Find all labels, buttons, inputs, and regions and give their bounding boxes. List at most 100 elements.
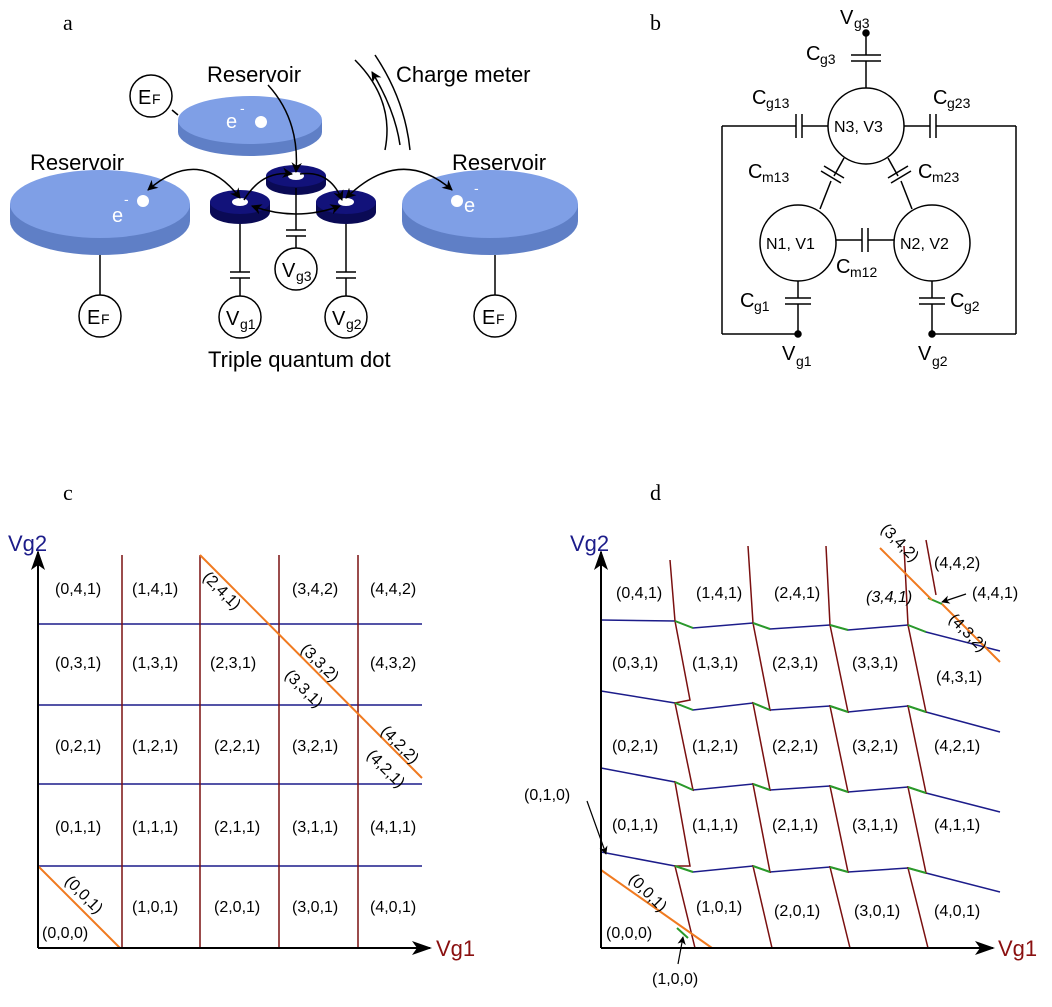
state-label: (1,1,1) [692,817,738,834]
state-label: (2,1,1) [214,819,260,836]
cap-cg3-label: C [806,43,820,65]
panel-c: Vg1 Vg2 (0,4,1) (1,4,1) (3,4,2) (4,4,2) … [8,531,475,961]
panel-b-labels: V g3 C g3 C g13 C g23 C m13 C m23 C m12 … [740,7,980,369]
panel-a-caption: Triple quantum dot [208,347,391,372]
state-label: (0,2,1) [55,738,101,755]
state-label-diag: (3,4,2) [877,521,922,566]
panel-d-cell-labels: (0,4,1) (1,4,1) (2,4,1) (0,3,1) (1,3,1) … [524,521,1018,988]
cap-cg3-sub: g3 [820,51,836,67]
state-label: (1,2,1) [132,738,178,755]
state-label: (0,3,1) [55,655,101,672]
state-label: (2,2,1) [772,738,818,755]
panel-b [721,29,1017,338]
panel-d-ylabel: Vg2 [570,531,609,556]
reservoir-left-label: Reservoir [30,150,124,175]
fermi-sub-right: F [496,311,505,327]
state-label: (3,0,1) [854,903,900,920]
cap-cg1-sub: g1 [754,298,770,314]
cap-cg2-label: C [950,290,964,312]
gate-sub-vg2: g2 [346,316,362,332]
panel-c-cell-labels: (0,4,1) (1,4,1) (3,4,2) (4,4,2) (0,3,1) … [42,569,422,942]
state-label: (1,4,1) [132,581,178,598]
cap-cm12-label: C [836,256,850,278]
panel-d-xlabel: Vg1 [998,936,1037,961]
electron-sup-top: - [240,100,245,116]
state-label: (1,0,1) [696,899,742,916]
panel-label-a: a [63,10,73,35]
reservoir-right-label: Reservoir [452,150,546,175]
state-label: (4,1,1) [370,819,416,836]
gate-sub-vg3: g3 [296,268,312,284]
fermi-sub-top: F [152,91,161,107]
state-label: (4,3,1) [936,669,982,686]
state-label-diag: (0,0,1) [625,871,670,916]
cap-cm12-sub: m12 [850,264,877,280]
state-label: (0,1,1) [55,819,101,836]
state-label: (2,3,1) [210,655,256,672]
callout-label: (1,0,0) [652,971,698,988]
cap-cg2-sub: g2 [964,298,980,314]
gate-label-vg3: V [282,260,296,282]
gate-label-vg2: V [332,308,346,330]
fermi-label-right: E [482,307,495,329]
panel-label-b: b [650,10,661,35]
state-label: (2,1,1) [772,817,818,834]
quantum-dot-2 [316,190,376,224]
terminal-vg1-label: V [782,343,796,365]
state-label: (0,0,0) [42,925,88,942]
state-label: (0,4,1) [55,581,101,598]
fermi-label-left: E [87,307,100,329]
fermi-circle-left: E F [78,294,122,338]
state-label: (1,4,1) [696,585,742,602]
cap-cm23-label: C [918,161,932,183]
state-label: (4,2,1) [934,738,980,755]
electron-label-right: e [464,195,475,217]
quantum-dot-3 [266,165,326,195]
cap-cg13-label: C [752,87,766,109]
state-label: (2,0,1) [774,903,820,920]
gate-circle-vg2: V g2 [324,295,368,339]
fermi-sub-left: F [101,311,110,327]
terminal-vg3-label: V [840,7,854,29]
electron-label-left: e [112,205,123,227]
state-label: (4,0,1) [934,903,980,920]
fermi-circle-right: E F [473,294,517,338]
terminal-vg2-sub: g2 [932,353,948,369]
cap-cg23-label: C [933,87,947,109]
panel-label-c: c [63,480,73,505]
state-label: (3,2,1) [292,738,338,755]
charge-meter-label: Charge meter [396,62,531,87]
quantum-dot-1 [210,190,270,224]
panel-c-xlabel: Vg1 [436,936,475,961]
state-label: (3,2,1) [852,738,898,755]
terminal-vg2-label: V [918,343,932,365]
panel-c-ylabel: Vg2 [8,531,47,556]
panel-c-red-lines [121,555,359,948]
electron-sup-left: - [124,191,129,207]
panel-d-orange-lines [600,547,1001,949]
state-label: (0,2,1) [612,738,658,755]
panel-d-axes [594,550,995,955]
cap-cg1-label: C [740,290,754,312]
state-label: (3,1,1) [292,819,338,836]
electron-label-top: e [226,111,237,133]
state-label: (3,4,1) [866,589,912,606]
electron-sup-right: - [474,180,479,196]
panel-label-d: d [650,480,661,505]
state-label: (3,1,1) [852,817,898,834]
callout-label: (0,1,0) [524,787,570,804]
state-label: (2,3,1) [772,655,818,672]
state-label-diag: (4,3,2) [945,611,990,656]
state-label: (3,0,1) [292,899,338,916]
gate-circle-vg1: V g1 [218,295,262,339]
charge-meter-icon [354,54,411,151]
panel-d-green-segments [674,597,943,939]
reservoir-right: e - [402,170,578,255]
cap-cm13-label: C [748,161,762,183]
cap-cg23-sub: g23 [947,95,971,111]
cap-cg13-sub: g13 [766,95,790,111]
gate-sub-vg1: g1 [240,316,256,332]
node-2-label: N2, V2 [900,236,949,253]
state-label: (1,2,1) [692,738,738,755]
